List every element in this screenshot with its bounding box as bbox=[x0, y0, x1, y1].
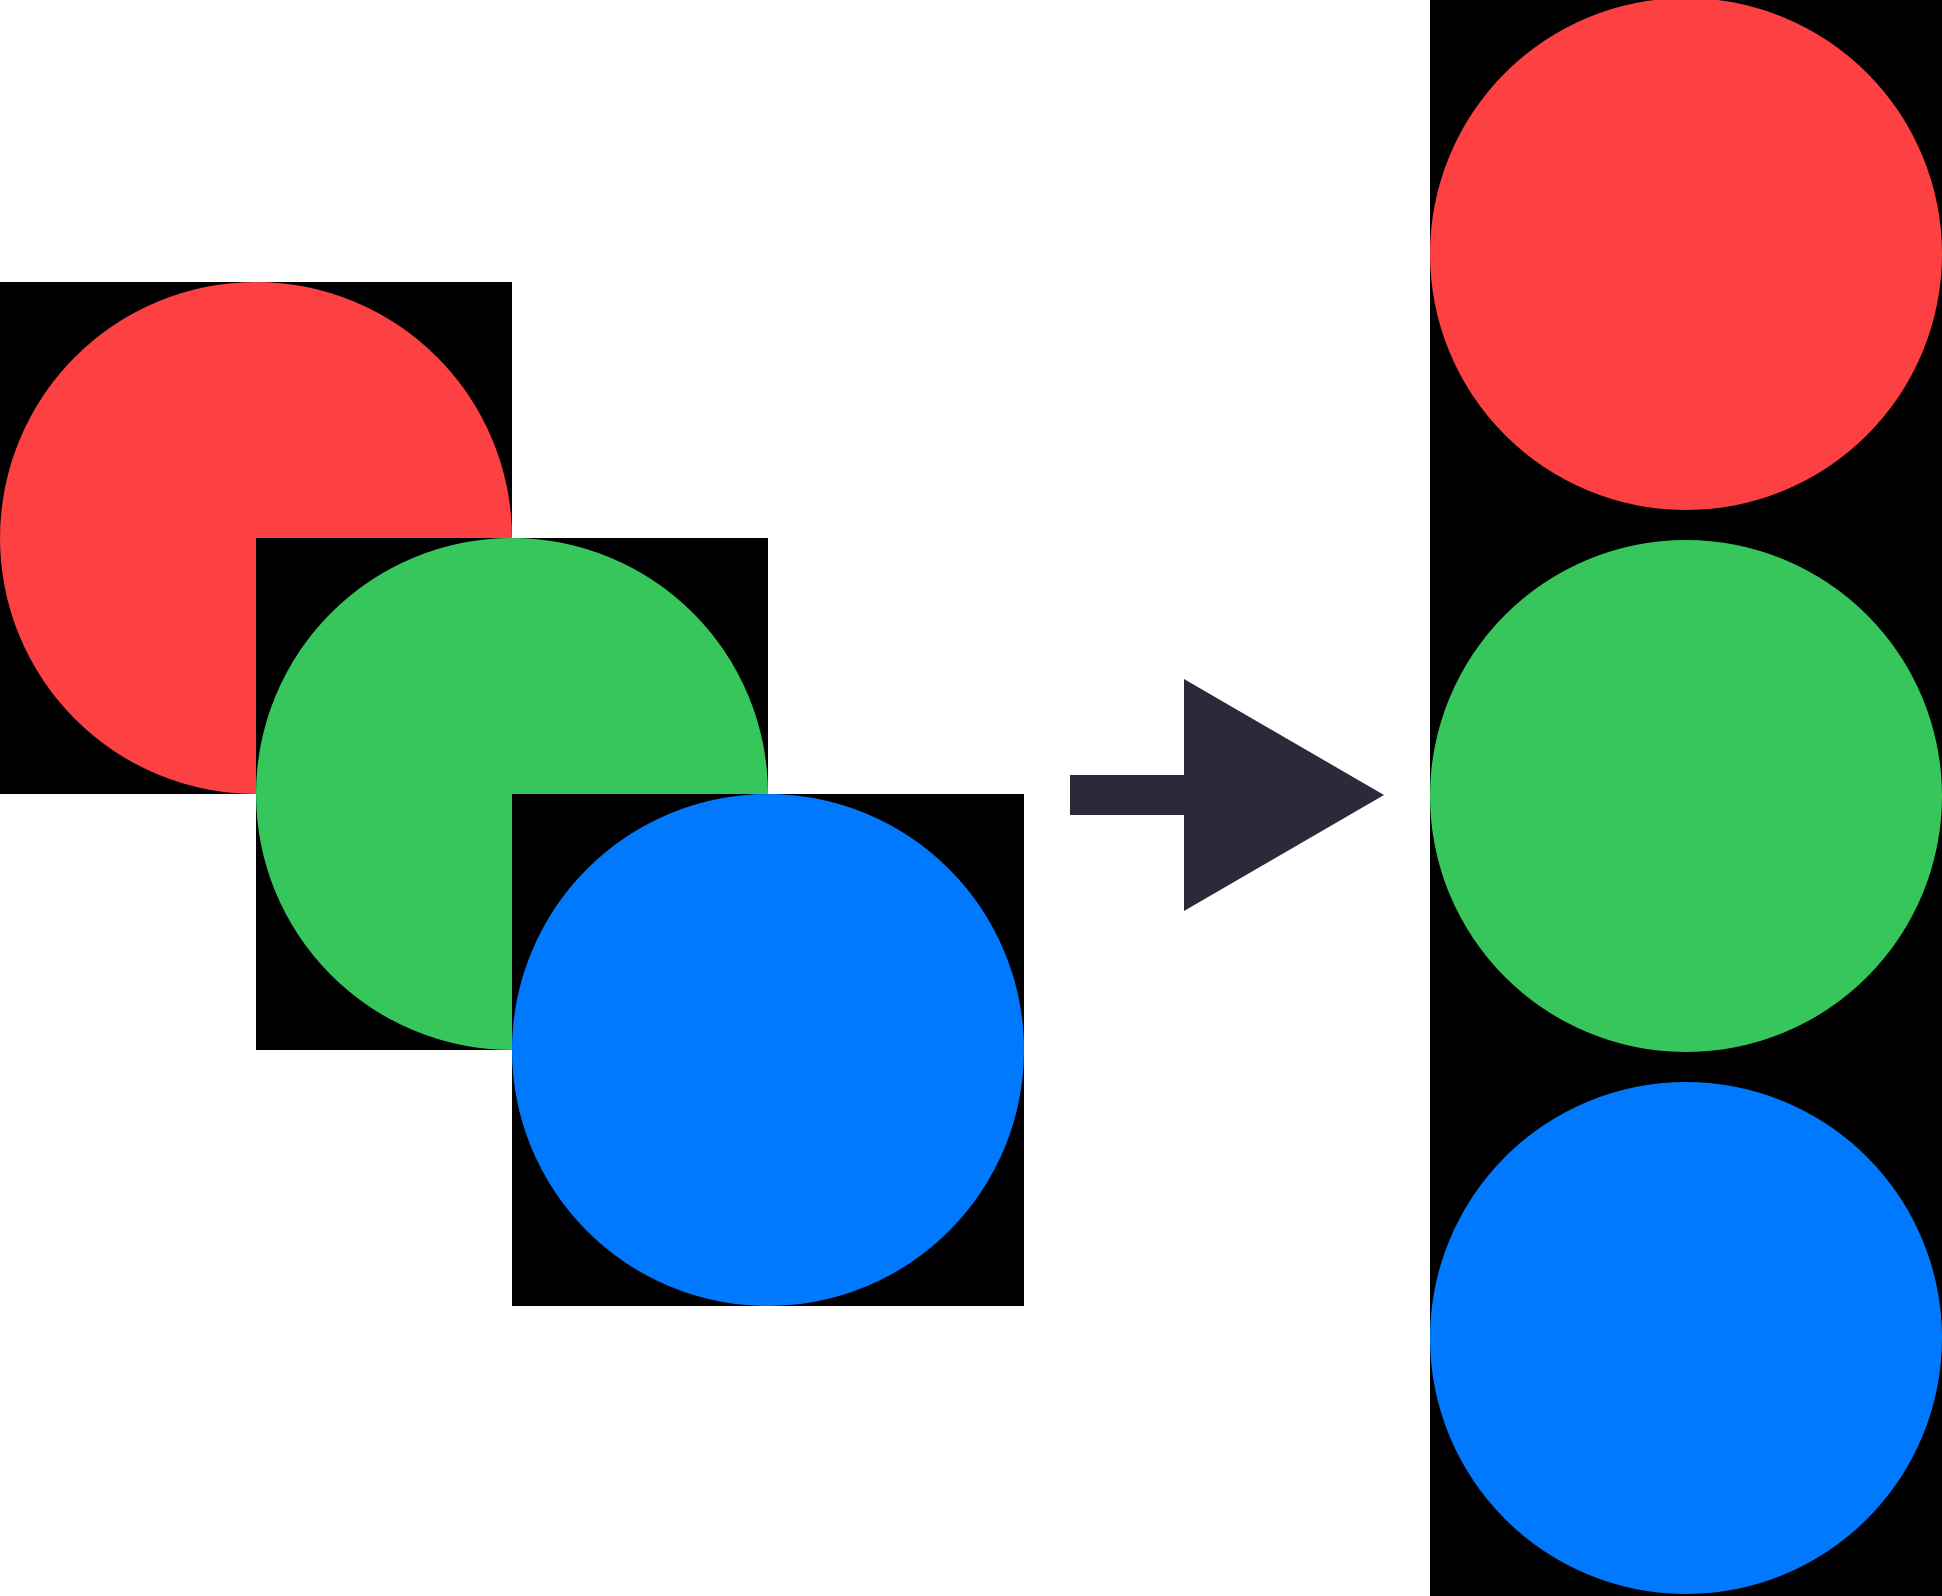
right-arrow-icon bbox=[1070, 679, 1384, 911]
vertical-circles-group bbox=[1430, 0, 1942, 1596]
arrow-head bbox=[1184, 679, 1384, 911]
arrow-shaft bbox=[1070, 775, 1184, 815]
stacked-item-blue bbox=[512, 794, 1024, 1306]
blue-circle-icon bbox=[1430, 1082, 1942, 1594]
stacked-circles-group bbox=[0, 282, 1024, 1306]
red-circle-icon bbox=[1430, 0, 1942, 510]
blue-circle-icon bbox=[512, 794, 1024, 1306]
green-circle-icon bbox=[1430, 540, 1942, 1052]
